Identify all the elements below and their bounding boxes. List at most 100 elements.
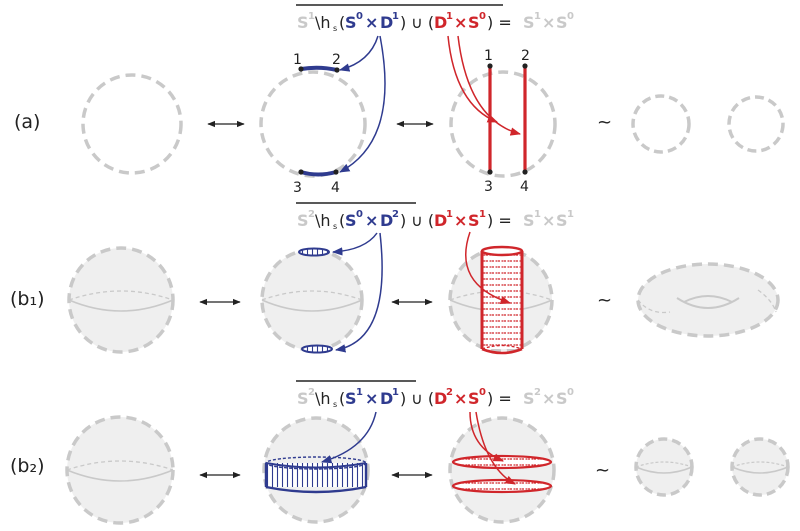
- row-label-b1: (b₁): [10, 288, 45, 310]
- point-1-a: [298, 66, 304, 72]
- formula-a-blue-b: D: [380, 13, 393, 32]
- sphere-result-b2-1: [634, 437, 694, 497]
- blue-pointer-top-a: [338, 35, 379, 72]
- row-b2: (b₂) S 2 \h s ( S 1 × D 1 ) ∪ ( D 2 × S …: [10, 380, 790, 525]
- formula-b1-res-b: S: [556, 211, 568, 230]
- formula-b1-union: ∪ (: [406, 211, 434, 230]
- blue-pointer-top-b1: [331, 232, 378, 256]
- formula-b1-red-a-exp: 1: [446, 209, 453, 220]
- formula-b1-res-a-exp: 1: [534, 209, 541, 220]
- formula-a-overline-exp: 1: [308, 11, 315, 22]
- formula-a-mid-sub: s: [333, 24, 337, 33]
- formula-a-blue-a-exp: 0: [356, 11, 363, 22]
- formula-a-times3: ×: [542, 13, 555, 32]
- formula-b2-red-b: S: [468, 389, 480, 408]
- circle-result-a2: [727, 95, 785, 153]
- formula-b2-times3: ×: [542, 389, 555, 408]
- torus-result-b1: [636, 262, 780, 338]
- red-disc-top-b2: [451, 454, 553, 470]
- red-pointer-2-a: [457, 35, 522, 136]
- tilde-b2: ~: [595, 460, 610, 481]
- formula-b1-red-b-exp: 1: [479, 209, 486, 220]
- blue-arc-bottom-a: [299, 170, 338, 177]
- formula-b1-overline-exp: 2: [308, 209, 315, 220]
- tilde-a: ~: [597, 112, 612, 133]
- red-point-label-2-a: 2: [521, 48, 530, 64]
- formula-b2-red-a-exp: 2: [446, 387, 453, 398]
- circle-s1-a3: [449, 70, 557, 178]
- formula-b2-union: ∪ (: [406, 389, 434, 408]
- sphere-s2-b1-1: [67, 246, 175, 354]
- formula-b2-times1: ×: [365, 389, 378, 408]
- formula-a-union: ∪ (: [406, 13, 434, 32]
- formula-a-close1: ): [400, 13, 406, 32]
- formula-b1-mid: \h: [315, 211, 331, 230]
- formula-b2-blue-b-exp: 1: [392, 387, 399, 398]
- circle-s1-a1: [81, 73, 183, 175]
- formula-b2-red-b-exp: 0: [479, 387, 486, 398]
- formula-a-mid: \h: [315, 13, 331, 32]
- formula-a-times2: ×: [454, 13, 467, 32]
- formula-b2-overline-exp: 2: [308, 387, 315, 398]
- formula-a-res-a: S: [523, 13, 535, 32]
- point-label-2-a: 2: [332, 52, 341, 68]
- formula-a-red-b-exp: 0: [479, 11, 486, 22]
- red-pointer-1-a: [447, 35, 498, 123]
- circle-result-a1: [631, 94, 691, 154]
- formula-b2-mid-sub: s: [333, 400, 337, 409]
- formula-a-red-a-exp: 1: [446, 11, 453, 22]
- point-label-3-a: 3: [293, 180, 302, 196]
- formula-a-res-b-exp: 0: [567, 11, 574, 22]
- formula-a: S 1 \h s ( S 0 × D 1 ) ∪ ( D 1 × S 0 ) =…: [296, 4, 574, 33]
- point-2-a: [334, 67, 340, 73]
- red-point-label-3-a: 3: [484, 179, 493, 195]
- red-point-2-a: [522, 63, 528, 69]
- red-pointer-2-b2: [475, 411, 516, 485]
- formula-b2-close1: ): [400, 389, 406, 408]
- tilde-b1: ~: [597, 290, 612, 311]
- formula-b1-overline: S: [297, 211, 309, 230]
- formula-b2-blue-b: D: [380, 389, 393, 408]
- formula-b2-blue-a-exp: 1: [356, 387, 363, 398]
- formula-b2-res-b: S: [556, 389, 568, 408]
- blue-arc-top-a: [299, 65, 339, 72]
- formula-a-red-a: D: [434, 13, 447, 32]
- point-4-a: [333, 169, 339, 175]
- formula-b2-blue-a: S: [345, 389, 357, 408]
- formula-b2-times2: ×: [454, 389, 467, 408]
- formula-b1-res-b-exp: 1: [567, 209, 574, 220]
- blue-pointer-b2: [320, 411, 377, 464]
- red-point-4-a: [522, 169, 528, 175]
- red-point-1-a: [487, 63, 493, 69]
- formula-b2-res-a-exp: 2: [534, 387, 541, 398]
- formula-b2-red-a: D: [434, 389, 447, 408]
- formula-a-res-a-exp: 1: [534, 11, 541, 22]
- blue-disc-bottom-b1: [301, 344, 333, 354]
- row-label-a: (a): [14, 111, 40, 133]
- formula-b1-red-b: S: [468, 211, 480, 230]
- formula-a-close2: ) =: [487, 13, 517, 32]
- formula-b1-res-a: S: [523, 211, 535, 230]
- formula-a-res-b: S: [556, 13, 568, 32]
- row-b1: (b₁) S 2 \h s ( S 0 × D 2 ) ∪ ( D 1 × S …: [10, 202, 780, 355]
- formula-b2: S 2 \h s ( S 1 × D 1 ) ∪ ( D 2 × S 0 ) =…: [296, 380, 574, 409]
- formula-b2-open1: (: [339, 389, 345, 408]
- formula-b1-times1: ×: [365, 211, 378, 230]
- point-label-1-a: 1: [293, 52, 302, 68]
- formula-a-red-b: S: [468, 13, 480, 32]
- sphere-s2-b2-1: [65, 415, 175, 525]
- blue-pointer-bottom-a: [339, 35, 386, 173]
- formula-b1-times2: ×: [454, 211, 467, 230]
- red-disc-bottom-b2: [451, 478, 553, 494]
- formula-b1-blue-b: D: [380, 211, 393, 230]
- formula-b1-mid-sub: s: [333, 222, 337, 231]
- red-pointer-b1: [465, 231, 511, 305]
- row-label-b2: (b₂): [10, 455, 45, 477]
- formula-a-times1: ×: [365, 13, 378, 32]
- formula-b2-res-a: S: [523, 389, 535, 408]
- circle-s1-a2: [259, 70, 367, 178]
- formula-b2-res-b-exp: 0: [567, 387, 574, 398]
- row-a: (a) S 1 \h s ( S 0 × D 1 ) ∪ ( D 1 × S 0…: [14, 4, 785, 196]
- formula-b1-red-a: D: [434, 211, 447, 230]
